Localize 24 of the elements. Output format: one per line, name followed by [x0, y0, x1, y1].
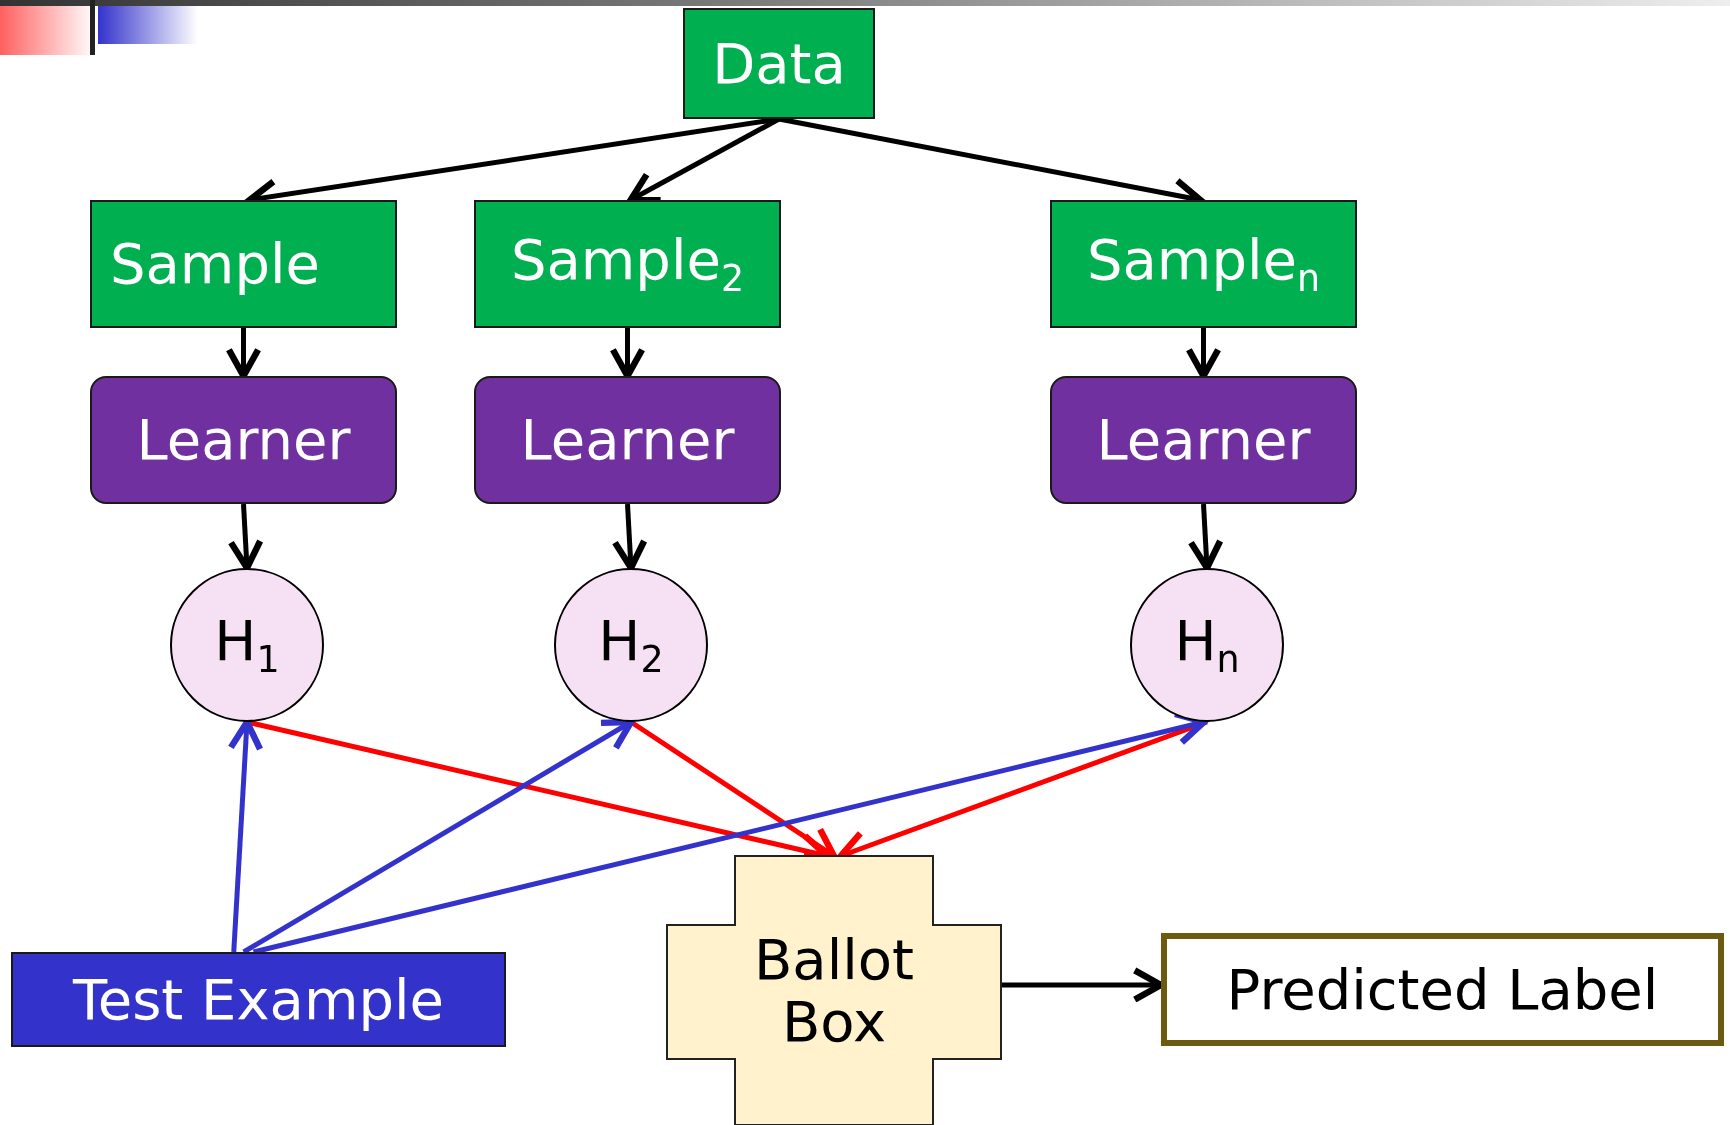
learner-box: [474, 376, 781, 504]
ballot-box-shape: [666, 856, 1002, 1125]
node-label: Data: [712, 32, 846, 95]
input-box: [11, 952, 506, 1047]
node-label: H$_{n}$: [1174, 609, 1240, 681]
process-box: [1050, 200, 1357, 328]
node-label: Predicted Label: [1226, 958, 1659, 1021]
arrow: [242, 718, 635, 955]
learner-box: [1050, 376, 1357, 504]
learner-box: [90, 376, 397, 504]
node-label: Learner: [1096, 409, 1311, 471]
node-label: Learner: [136, 409, 351, 471]
output-box: [1161, 933, 1724, 1046]
process-box: [474, 200, 781, 328]
node-label: Ballot Box: [752, 928, 916, 1053]
process-box: [90, 200, 397, 328]
node-label: Test Example: [73, 968, 444, 1031]
node-label: Sample$_{n}$: [1086, 228, 1321, 300]
node-label: H$_{2}$: [598, 609, 664, 681]
process-box: [683, 8, 875, 119]
node-label: H$_{1}$: [214, 609, 280, 681]
node-label: Sample: [110, 233, 320, 295]
node-label: Learner: [520, 409, 735, 471]
node-label: Sample$_{2}$: [510, 228, 745, 300]
